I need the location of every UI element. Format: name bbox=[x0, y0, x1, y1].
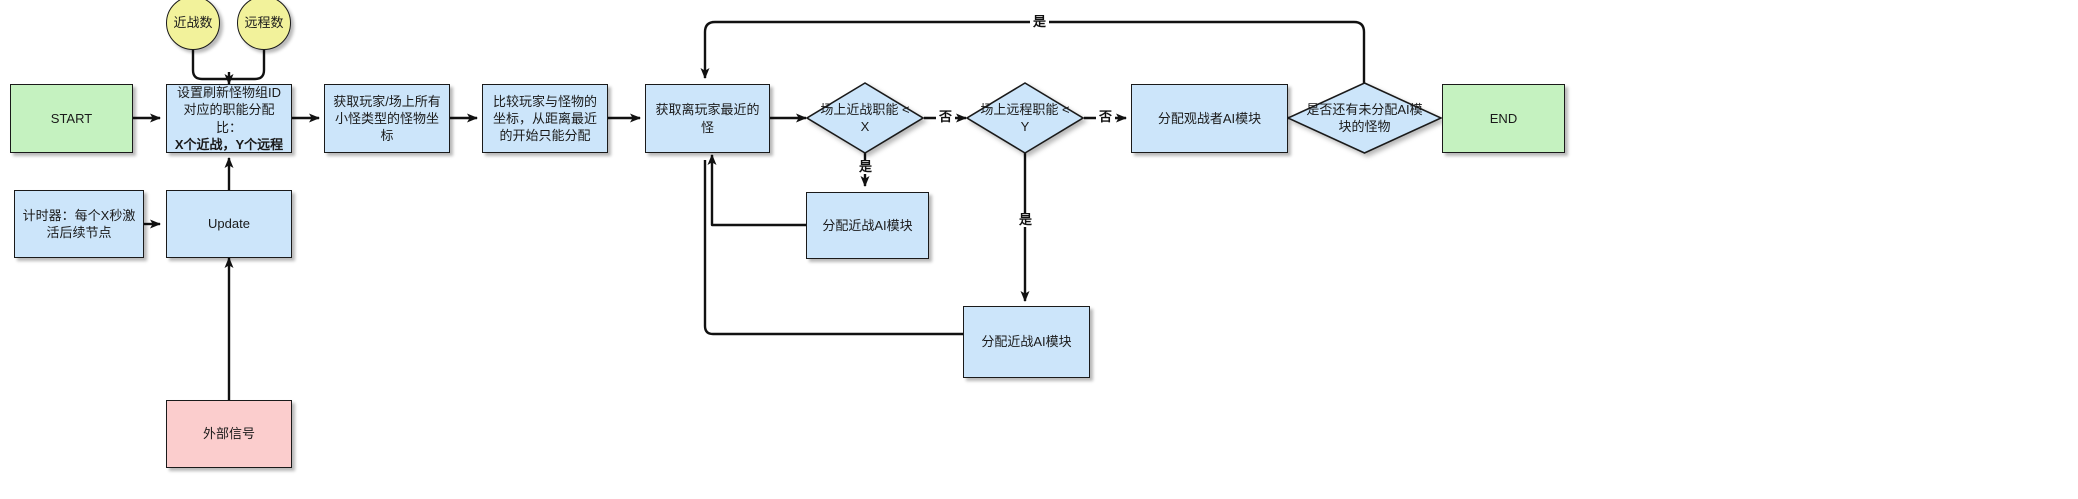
node-end[interactable]: END bbox=[1442, 84, 1565, 153]
node-external-signal-label: 外部信号 bbox=[202, 426, 255, 442]
node-update[interactable]: Update bbox=[166, 190, 292, 258]
node-compare-coords[interactable]: 比较玩家与怪物的坐标，从距离最近的开始只能分配 bbox=[482, 84, 608, 153]
node-assign-melee-ai-bottom-label: 分配近战AI模块 bbox=[981, 334, 1072, 350]
node-update-label: Update bbox=[208, 216, 250, 232]
node-decision-remaining-monsters[interactable]: 是否还有未分配AI模块的怪物 bbox=[1287, 82, 1442, 154]
edge-label-remaining-yes: 是 bbox=[1030, 14, 1050, 30]
diamond-shape-icon bbox=[966, 82, 1084, 154]
node-start[interactable]: START bbox=[10, 84, 133, 153]
node-decision-melee-count[interactable]: 场上近战职能 < X bbox=[806, 82, 924, 154]
node-decision-remaining-monsters-label: 是否还有未分配AI模块的怪物 bbox=[1306, 101, 1423, 134]
node-assign-melee-ai-top[interactable]: 分配近战AI模块 bbox=[806, 192, 929, 259]
node-compare-coords-label: 比较玩家与怪物的坐标，从距离最近的开始只能分配 bbox=[492, 93, 597, 144]
node-external-signal[interactable]: 外部信号 bbox=[166, 400, 292, 468]
edge-label-melee-yes: 是 bbox=[856, 159, 876, 175]
edge-assign-melee-top-loop-back bbox=[707, 154, 806, 227]
edge-label-ranged-yes: 是 bbox=[1016, 212, 1036, 228]
node-set-spawn-ratio[interactable]: 设置刷新怪物组ID 对应的职能分配比： X个近战，Y个远程 bbox=[166, 84, 292, 153]
node-ranged-count-label: 远程数 bbox=[244, 15, 284, 31]
node-decision-ranged-count-label: 场上远程职能 < Y bbox=[980, 101, 1070, 134]
node-assign-spectator-ai[interactable]: 分配观战者AI模块 bbox=[1131, 84, 1288, 153]
node-start-label: START bbox=[50, 110, 93, 126]
node-get-monster-coords-label: 获取玩家/场上所有小怪类型的怪物坐标 bbox=[333, 93, 441, 144]
node-melee-count-label: 近战数 bbox=[173, 15, 213, 31]
node-ranged-count[interactable]: 远程数 bbox=[237, 0, 291, 50]
node-assign-melee-ai-bottom[interactable]: 分配近战AI模块 bbox=[963, 306, 1090, 378]
node-assign-melee-ai-top-label: 分配近战AI模块 bbox=[822, 217, 913, 233]
node-end-label: END bbox=[1489, 110, 1518, 126]
node-melee-count[interactable]: 近战数 bbox=[166, 0, 220, 50]
node-set-spawn-ratio-line3: X个近战，Y个远程 bbox=[174, 136, 284, 152]
node-set-spawn-ratio-line2: 对应的职能分配比： bbox=[183, 102, 275, 135]
diamond-shape-icon bbox=[1287, 82, 1442, 154]
edge-label-ranged-no: 否 bbox=[1096, 109, 1116, 125]
node-timer[interactable]: 计时器：每个X秒激活后续节点 bbox=[14, 190, 144, 258]
node-decision-melee-count-label: 场上近战职能 < X bbox=[820, 101, 910, 134]
edge-decide-remaining-yes-loop bbox=[700, 20, 1366, 84]
edge-ranged-count-to-set-ratio bbox=[231, 50, 266, 81]
edge-label-melee-no: 否 bbox=[936, 109, 956, 125]
node-assign-spectator-ai-label: 分配观战者AI模块 bbox=[1157, 110, 1262, 126]
diamond-shape-icon bbox=[806, 82, 924, 154]
node-get-nearest-monster-label: 获取离玩家最近的怪 bbox=[655, 102, 760, 135]
node-timer-label: 计时器：每个X秒激活后续节点 bbox=[22, 207, 136, 240]
node-set-spawn-ratio-line1: 设置刷新怪物组ID bbox=[176, 85, 281, 101]
node-decision-ranged-count[interactable]: 场上远程职能 < Y bbox=[966, 82, 1084, 154]
node-get-monster-coords[interactable]: 获取玩家/场上所有小怪类型的怪物坐标 bbox=[324, 84, 450, 153]
node-get-nearest-monster[interactable]: 获取离玩家最近的怪 bbox=[645, 84, 770, 153]
edge-melee-count-to-set-ratio bbox=[191, 50, 227, 81]
